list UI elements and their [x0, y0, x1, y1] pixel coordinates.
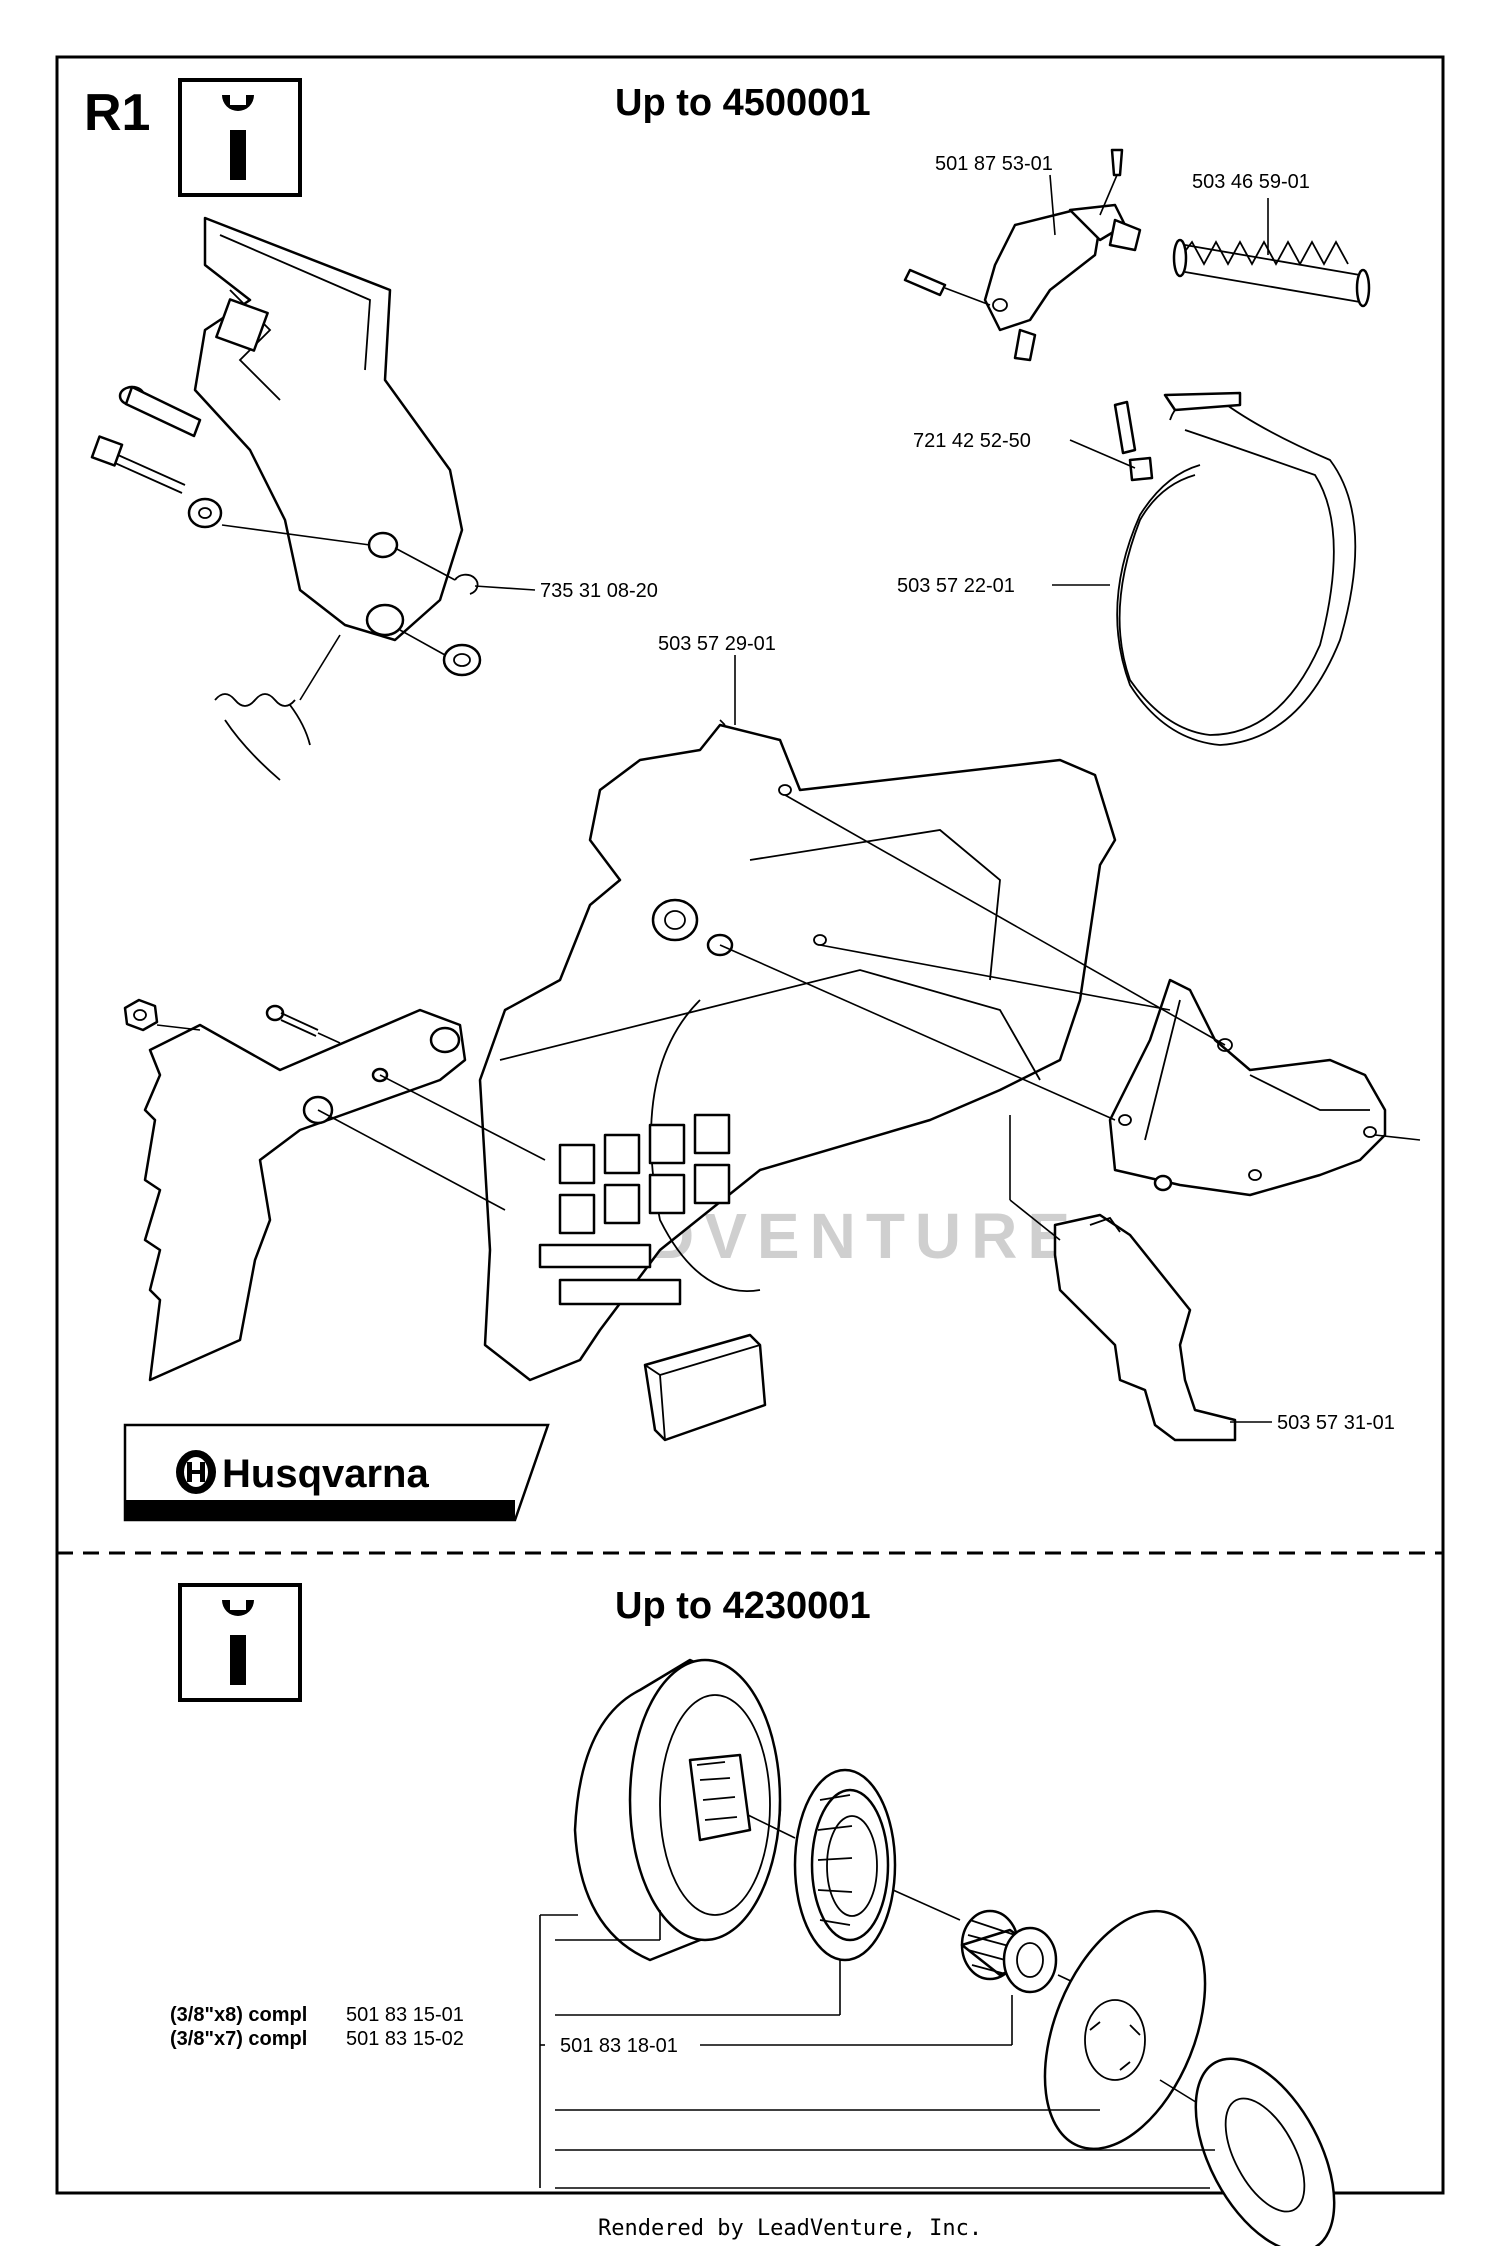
felling-dog-plate — [143, 1008, 546, 1382]
brake-lever-assembly — [903, 148, 1142, 362]
brake-band-pin — [1069, 400, 1154, 482]
part-label-503-57-31-01: 503 57 31-01 — [1277, 1412, 1395, 1434]
brand-name: Husqvarna — [222, 1452, 429, 1496]
part-label-735-31-08-20: 735 31 08-20 — [540, 580, 658, 602]
brake-main-spring — [1172, 198, 1371, 308]
bar-nut — [123, 998, 201, 1032]
handle-screw — [90, 435, 186, 494]
bottom-leaders — [539, 1910, 1215, 2189]
clutch-drum — [573, 1658, 796, 1962]
part-label-501-87-53-01: 501 87 53-01 — [935, 153, 1053, 175]
title-bottom: Up to 4230001 — [615, 1585, 871, 1627]
pivot-pin — [118, 385, 202, 438]
plate-screw — [265, 1004, 341, 1044]
chain-guide-plate — [719, 794, 1421, 1197]
compl-1-prefix: (3/8"x8) compl — [170, 2004, 307, 2026]
part-label-503-57-29-01: 503 57 29-01 — [658, 633, 776, 655]
handle-nut — [187, 497, 371, 546]
rim-sprocket — [793, 1768, 961, 1962]
title-top: Up to 4500001 — [615, 82, 871, 124]
section-id: R1 — [84, 84, 150, 142]
husqvarna-logo-icon — [176, 1450, 216, 1494]
part-label-503-46-59-01: 503 46 59-01 — [1192, 171, 1310, 193]
clutch-washer — [1043, 1909, 1226, 2151]
part-label-503-57-22-01: 503 57 22-01 — [897, 575, 1015, 597]
chain-catcher-block — [643, 1333, 767, 1442]
brake-spring — [214, 634, 341, 781]
flat-washer — [1194, 2057, 1336, 2246]
retaining-ring — [394, 547, 536, 595]
handle-bushing — [399, 629, 482, 677]
part-label-501-83-18-01: 501 83 18-01 — [560, 2035, 678, 2057]
part-label-721-42-52-50: 721 42 52-50 — [913, 430, 1031, 452]
brake-band — [1052, 391, 1357, 746]
diagram-frame — [55, 55, 1445, 2195]
footer-credit: Rendered by LeadVenture, Inc. — [598, 2216, 982, 2241]
needle-bearing — [960, 1909, 1091, 1994]
wrench-info-icon-bottom — [178, 1583, 302, 1702]
wrench-info-icon — [178, 78, 302, 197]
chain-brake-handle — [193, 216, 464, 642]
compl-1-number: 501 83 15-01 — [346, 2004, 464, 2026]
compl-2-number: 501 83 15-02 — [346, 2028, 464, 2050]
clutch-cover-guard — [1009, 1115, 1272, 1442]
husqvarna-decal: Husqvarna — [123, 1423, 550, 1522]
compl-2-prefix: (3/8"x7) compl — [170, 2028, 307, 2050]
clutch-cover — [478, 719, 1117, 1382]
